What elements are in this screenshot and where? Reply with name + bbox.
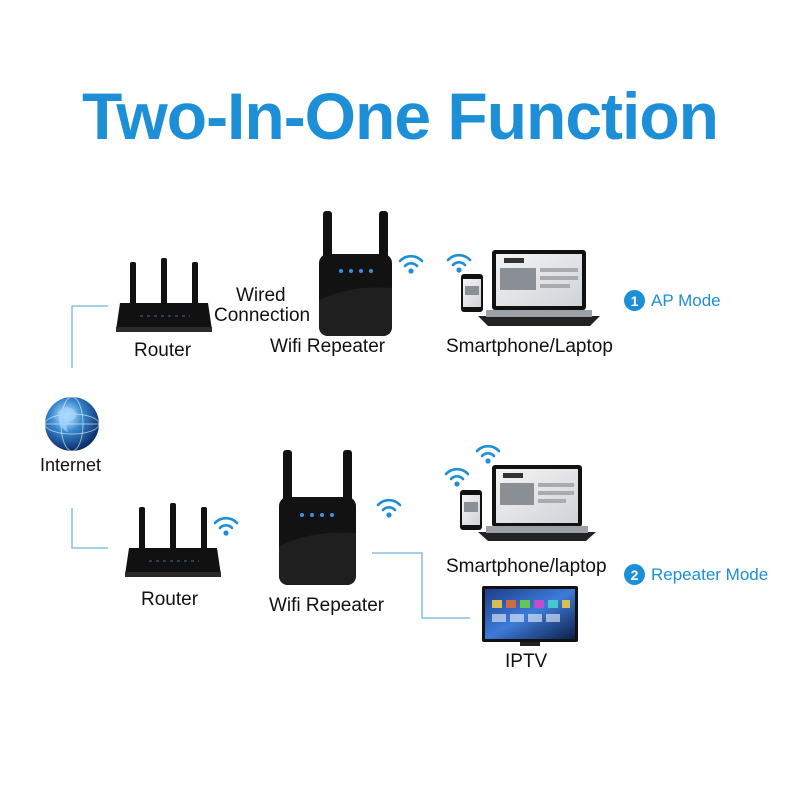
wired-label: Wired — [236, 285, 286, 306]
tv-icon — [482, 586, 578, 646]
iptv-label: IPTV — [505, 651, 548, 672]
connector-lines — [71, 305, 470, 619]
internet-label: Internet — [40, 455, 102, 475]
ap-mode-label: 1 AP Mode — [624, 290, 721, 311]
wifi-icon — [475, 444, 501, 465]
wifi-icon — [213, 516, 239, 537]
repeater-label: Wifi Repeater — [270, 336, 386, 357]
wifi-icon — [444, 467, 470, 488]
mode-number-badge: 1 — [624, 290, 645, 311]
router-label: Router — [134, 340, 192, 361]
mode-name: Repeater Mode — [651, 564, 769, 584]
router-icon — [116, 258, 212, 332]
devices-label: Smartphone/laptop — [446, 556, 607, 577]
devices-label: Smartphone/Laptop — [446, 336, 613, 357]
smartphone-icon — [460, 490, 482, 530]
laptop-icon — [478, 465, 596, 541]
globe-icon — [44, 396, 100, 452]
wifi-icon — [376, 498, 402, 519]
laptop-icon — [478, 250, 600, 326]
repeater-mode-label: 2 Repeater Mode — [624, 564, 768, 585]
repeater-label: Wifi Repeater — [269, 595, 385, 616]
connection-label: Connection — [214, 305, 311, 326]
router-label: Router — [141, 589, 199, 610]
repeater-icon — [319, 211, 392, 336]
wifi-icon — [446, 253, 472, 274]
mode-number-badge: 2 — [624, 564, 645, 585]
repeater-icon — [279, 450, 356, 585]
mode-name: AP Mode — [651, 290, 721, 310]
smartphone-icon — [461, 274, 483, 312]
router-icon — [125, 503, 221, 577]
wifi-icon — [398, 254, 424, 275]
page-title: Two-In-One Function — [82, 79, 719, 153]
